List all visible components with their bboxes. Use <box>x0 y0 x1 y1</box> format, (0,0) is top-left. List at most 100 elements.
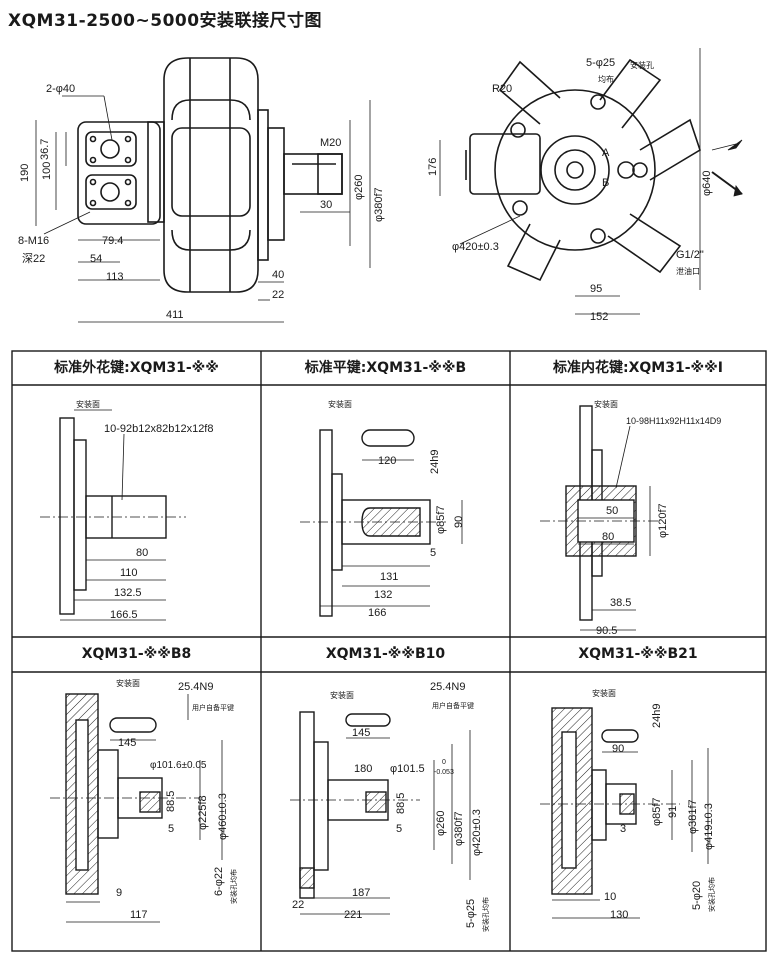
label-bolt-holes: 5-φ25 <box>586 57 615 69</box>
header-b21: XQM31-※※B21 <box>578 646 698 662</box>
p5-1015: φ101.5 <box>390 763 425 775</box>
label-port-a: A <box>602 147 610 159</box>
front-view-labels: 5-φ25 安装孔 均布 R20 176 φ640 φ420±0.3 A B G… <box>427 57 713 323</box>
label-113: 113 <box>106 271 124 283</box>
label-uniform: 均布 <box>598 74 614 84</box>
p5-180: 180 <box>354 763 372 775</box>
p1-80: 80 <box>136 547 148 559</box>
p3-80: 80 <box>602 531 614 543</box>
label-190: 190 <box>19 164 31 182</box>
p6-85: φ85f7 <box>651 797 663 826</box>
p4-note: 用户自备平键 <box>192 703 234 712</box>
label-30: 30 <box>320 199 332 211</box>
p4-145: 145 <box>118 737 136 749</box>
page-title: XQM31-2500~5000安装联接尺寸图 <box>8 11 323 31</box>
p5-key: 25.4N9 <box>430 681 465 693</box>
label-22: 22 <box>272 289 284 301</box>
p3-50: 50 <box>606 505 618 517</box>
p4-holes: 6-φ22 <box>213 867 225 896</box>
p6-holes: 5-φ20 <box>691 881 703 910</box>
p1-1665: 166.5 <box>110 609 138 621</box>
label-pcd: φ420±0.3 <box>452 241 499 253</box>
label-640: φ640 <box>701 171 713 197</box>
p4-holes-note: 安装孔均布 <box>229 869 238 904</box>
p2-132: 132 <box>374 589 392 601</box>
panel-b10 <box>290 711 471 915</box>
label-794: 79.4 <box>102 235 123 247</box>
label-holes: 2-φ40 <box>46 83 75 95</box>
p2-120: 120 <box>378 455 396 467</box>
p5-tol-dn: -0.053 <box>434 769 454 776</box>
front-view <box>465 58 701 282</box>
p4-face: 安装面 <box>116 678 140 688</box>
label-176: 176 <box>427 158 439 176</box>
label-260: φ260 <box>353 175 365 201</box>
label-m20: M20 <box>320 137 341 149</box>
side-view-dims <box>35 95 371 323</box>
label-95: 95 <box>590 283 602 295</box>
label-367: 36.7 <box>39 139 51 160</box>
p6-face: 安装面 <box>592 688 616 698</box>
panel-internal-spline-labels: 安装面 10-98H11x92H11x14D9 50 80 φ120f7 38.… <box>594 399 721 637</box>
header-b10: XQM31-※※B10 <box>325 646 446 662</box>
label-bolt-note: 安装孔 <box>630 60 654 70</box>
p4-5: 5 <box>168 823 174 835</box>
label-40: 40 <box>272 269 284 281</box>
label-g12: G1/2" <box>676 249 704 261</box>
side-view-labels: 2-φ40 36.7 190 100 8-M16 深22 79.4 54 113… <box>18 83 385 321</box>
label-54: 54 <box>90 253 102 265</box>
p4-9: 9 <box>116 887 122 899</box>
panel-flat-key <box>300 429 463 617</box>
p6-91: 91 <box>667 806 679 818</box>
p2-131: 131 <box>380 571 398 583</box>
label-r20: R20 <box>492 83 512 95</box>
p4-885: 88.5 <box>165 791 177 812</box>
header-b8: XQM31-※※B8 <box>81 646 192 662</box>
p2-face: 安装面 <box>328 399 352 409</box>
p5-145: 145 <box>352 727 370 739</box>
label-port-b: B <box>602 177 609 189</box>
p6-holes-note: 安装孔均布 <box>707 877 716 912</box>
label-drain: 泄油口 <box>676 266 700 276</box>
header-flat-key: 标准平键:XQM31-※※B <box>304 360 467 376</box>
p5-187: 187 <box>352 887 370 899</box>
p6-419: φ419±0.3 <box>703 803 715 850</box>
front-view-dims <box>439 48 743 315</box>
p6-130: 130 <box>610 909 628 921</box>
p6-24h9: 24h9 <box>651 704 663 728</box>
p3-385: 38.5 <box>610 597 631 609</box>
panel-external-spline-labels: 安装面 10-92b12x82b12x12f8 80 110 132.5 166… <box>76 399 213 621</box>
p5-260: φ260 <box>435 811 447 837</box>
panel-internal-spline <box>540 405 660 631</box>
p4-1016: φ101.6±0.05 <box>150 760 207 771</box>
p4-460: φ460±0.3 <box>217 793 229 840</box>
label-380: φ380f7 <box>373 187 385 222</box>
p3-spline: 10-98H11x92H11x14D9 <box>626 416 721 426</box>
header-external-spline: 标准外花键:XQM31-※※ <box>54 360 219 376</box>
p5-holes: 5-φ25 <box>465 899 477 928</box>
p4-key: 25.4N9 <box>178 681 213 693</box>
panel-b21 <box>540 707 709 919</box>
p2-24h9: 24h9 <box>429 450 441 474</box>
p2-85: φ85f7 <box>435 505 447 534</box>
p5-tol-up: 0 <box>442 759 446 766</box>
p5-face: 安装面 <box>330 690 354 700</box>
panel-b8-labels: 安装面 25.4N9 用户自备平键 145 φ101.6±0.05 88.5 φ… <box>116 678 238 921</box>
p6-3: 3 <box>620 823 626 835</box>
table-frame <box>11 350 767 952</box>
panel-b21-labels: 安装面 24h9 90 φ85f7 91 φ381f7 φ419±0.3 3 1… <box>592 688 716 921</box>
p4-225: φ225f8 <box>197 795 209 830</box>
p3-905: 90.5 <box>596 625 617 637</box>
p1-face: 安装面 <box>76 399 100 409</box>
header-internal-spline: 标准内花键:XQM31-※※I <box>553 360 723 376</box>
p3-120: φ120f7 <box>657 503 669 538</box>
p3-face: 安装面 <box>594 399 618 409</box>
p6-381: φ381f7 <box>687 799 699 834</box>
label-depth: 深22 <box>22 252 45 265</box>
p5-note: 用户自备平键 <box>432 701 474 710</box>
p5-holes-note: 安装孔均布 <box>481 897 490 932</box>
p2-90: 90 <box>453 516 465 528</box>
p5-420: φ420±0.3 <box>471 809 483 856</box>
p1-spline: 10-92b12x82b12x12f8 <box>104 423 213 435</box>
